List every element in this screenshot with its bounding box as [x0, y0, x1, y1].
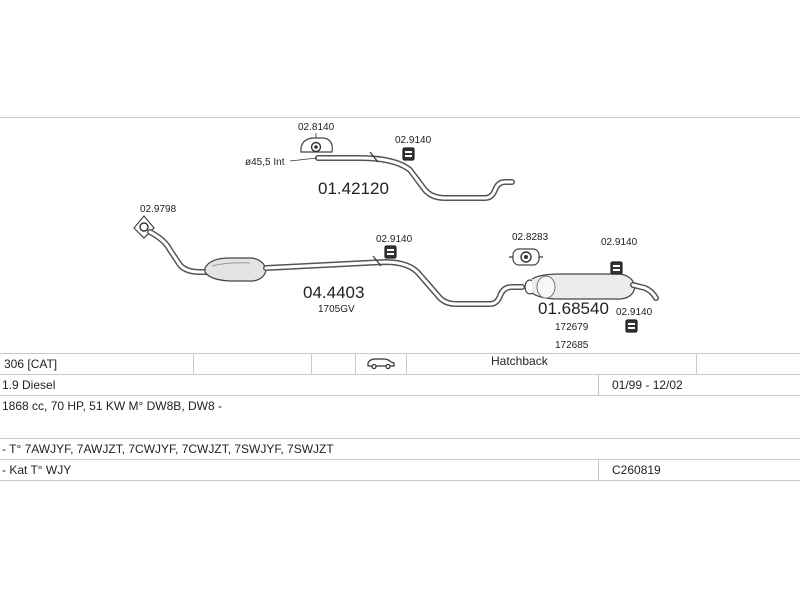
rear-silencer-01-68540[interactable] [524, 273, 659, 301]
years-cell: 01/99 - 12/02 [612, 378, 683, 392]
table-row-spec: 1868 cc, 70 HP, 51 KW M° DW8B, DW8 - [0, 395, 800, 416]
label-02-9140-top: 02.9140 [395, 135, 432, 146]
model-cell: 306 [CAT] [4, 357, 58, 371]
types-cell: - T° 7AWJYF, 7AWJZT, 7CWJYF, 7CWJZT, 7SW… [2, 442, 334, 456]
engine-cell: 1.9 Diesel [2, 378, 56, 392]
cat-type-cell: - Kat T° WJY [2, 463, 72, 477]
body-type-cell: Hatchback [491, 354, 548, 368]
code-cell: C260819 [612, 463, 661, 477]
table-row-spacer [0, 416, 800, 438]
table-row-model: 306 [CAT] Hatchback [0, 353, 800, 374]
label-04-4403: 04.4403 [303, 283, 364, 302]
label-02-9140-middle: 02.9140 [376, 234, 413, 245]
label-01-42120: 01.42120 [318, 179, 389, 198]
clamp-02-9140-top[interactable] [402, 147, 415, 161]
clamp-02-9140-rear-bottom[interactable] [625, 319, 638, 333]
label-02-8140: 02.8140 [298, 122, 335, 133]
label-172685: 172685 [555, 340, 589, 351]
label-02-8283: 02.8283 [512, 232, 549, 243]
clamp-02-9140-rear-top[interactable] [610, 261, 623, 275]
label-172679: 172679 [555, 322, 589, 333]
table-row-cat: - Kat T° WJY C260819 [0, 459, 800, 481]
label-02-9798: 02.9798 [140, 204, 177, 215]
table-row-engine: 1.9 Diesel 01/99 - 12/02 [0, 374, 800, 395]
exhaust-diagram: 02.8140 02.9140 ø45,5 Int 01.42120 02.97… [133, 122, 659, 351]
clamp-02-9140-middle[interactable] [384, 245, 397, 259]
label-1705gv: 1705GV [318, 304, 355, 315]
spec-cell: 1868 cc, 70 HP, 51 KW M° DW8B, DW8 - [2, 399, 222, 413]
hanger-02-8283[interactable] [509, 248, 543, 266]
table-row-types: - T° 7AWJYF, 7AWJZT, 7CWJYF, 7CWJZT, 7SW… [0, 438, 800, 459]
label-02-9140-rear-bottom: 02.9140 [616, 307, 653, 318]
catalyst-04-4403[interactable] [204, 257, 267, 282]
label-02-9140-rear-top: 02.9140 [601, 237, 638, 248]
hanger-02-8140[interactable] [300, 137, 333, 153]
pipe-clamp-mark [369, 151, 379, 163]
vehicle-info-table: 306 [CAT] Hatchback 1.9 Diesel 01/99 - 1… [0, 353, 800, 481]
top-border [0, 117, 800, 118]
pipe-diameter-label: ø45,5 Int [245, 157, 285, 168]
car-icon [366, 356, 396, 376]
label-01-68540: 01.68540 [538, 299, 609, 318]
